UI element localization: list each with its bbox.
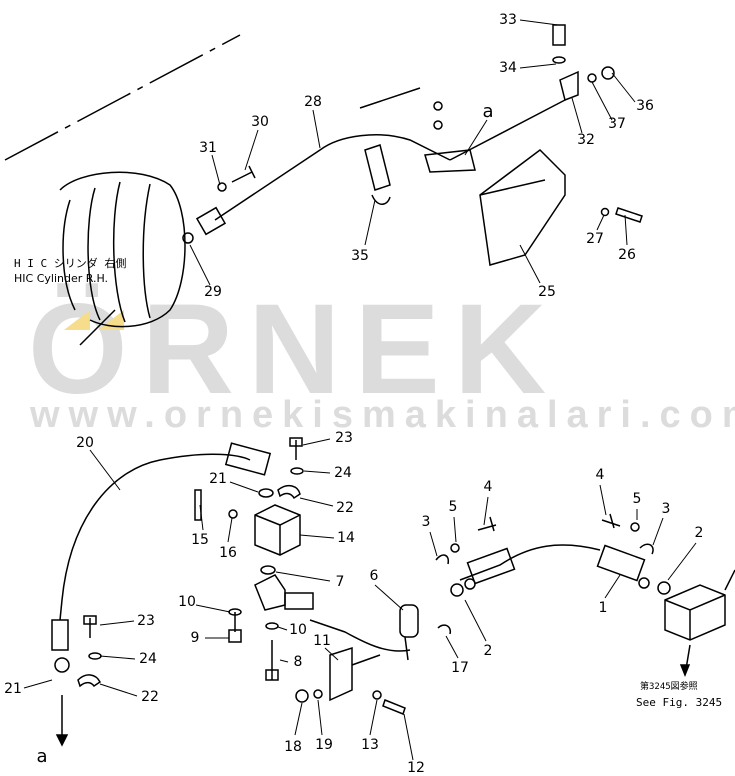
clamp-bracket-25 (364, 101, 566, 266)
callout-36: 36 (636, 98, 654, 114)
callout-35: 35 (351, 248, 369, 264)
callout-7: 7 (335, 574, 345, 590)
callout-23b: 23 (137, 613, 155, 629)
fig-ref-jp: 第3245図参照 (640, 682, 698, 692)
callout-3: 3 (421, 514, 431, 530)
callout-19: 19 (315, 737, 333, 753)
valve-ref-3245 (664, 569, 735, 678)
callout-27: 27 (586, 231, 604, 247)
cylinder-label-jp: H I C シリンダ 右側 (14, 257, 127, 270)
block-14-and-fittings (194, 437, 314, 681)
hose-1 (435, 513, 671, 597)
callout-21b: 21 (4, 681, 22, 697)
callout-14: 14 (337, 530, 355, 546)
leader-lines-bottom (23, 438, 697, 761)
callout-30: 30 (251, 114, 269, 130)
watermark-url: www.ornekismakinalari.com.tr (30, 394, 735, 436)
leader-lines-top (189, 19, 636, 286)
callout-6: 6 (369, 568, 379, 584)
callout-10b: 10 (289, 622, 307, 638)
cylinder-label-en: HIC Cylinder R.H. (14, 272, 109, 285)
callout-18: 18 (284, 739, 302, 755)
callout-25: 25 (538, 284, 556, 300)
callout-31: 31 (199, 140, 217, 156)
callout-a-bottom: a (36, 746, 48, 767)
callout-10: 10 (178, 594, 196, 610)
callout-9: 9 (190, 630, 200, 646)
callout-2: 2 (483, 643, 493, 659)
hose-6-and-bracket-11 (77, 604, 452, 715)
callout-24b: 24 (139, 651, 157, 667)
callout-12: 12 (407, 760, 425, 776)
callout-26: 26 (618, 247, 636, 263)
callout-17: 17 (451, 660, 469, 676)
callout-32: 32 (577, 132, 595, 148)
callout-15: 15 (191, 532, 209, 548)
callout-4b: 4 (595, 467, 605, 483)
callout-1: 1 (598, 600, 608, 616)
watermark-brand: ÖRNEK (28, 278, 561, 421)
callout-11: 11 (313, 633, 331, 649)
callout-3b: 3 (661, 501, 671, 517)
callout-13: 13 (361, 737, 379, 753)
hose-28 (182, 134, 451, 244)
hose-20 (51, 442, 272, 747)
callout-22: 22 (336, 500, 354, 516)
callout-23: 23 (335, 430, 353, 446)
callout-24: 24 (334, 465, 352, 481)
fig-ref-en: See Fig. 3245 (636, 696, 723, 709)
callout-34: 34 (499, 60, 517, 76)
bracket-32 (552, 24, 643, 223)
callout-a-top: a (482, 101, 494, 122)
callout-4: 4 (483, 479, 493, 495)
callout-22b: 22 (141, 689, 159, 705)
frame-guide-lines (4, 34, 566, 161)
callout-5b: 5 (632, 491, 642, 507)
callout-33: 33 (499, 12, 517, 28)
callout-37: 37 (608, 116, 626, 132)
callout-5: 5 (448, 499, 458, 515)
callout-29: 29 (204, 284, 222, 300)
callout-28: 28 (304, 94, 322, 110)
callout-8: 8 (293, 654, 303, 670)
callout-2b: 2 (694, 525, 704, 541)
callout-21: 21 (209, 471, 227, 487)
callout-20: 20 (76, 435, 94, 451)
callout-16: 16 (219, 545, 237, 561)
